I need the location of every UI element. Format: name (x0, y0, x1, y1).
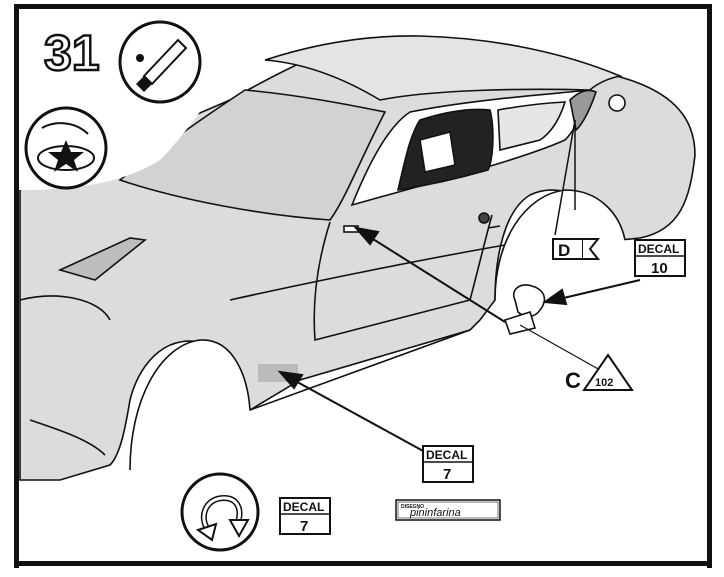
car-body (19, 35, 696, 481)
part-d-text: D (558, 241, 570, 260)
decal-7-bottom-number: 7 (300, 518, 308, 535)
leader-lines (277, 119, 641, 453)
paint-touch-icon (24, 106, 108, 190)
decal-7-side-box: DECAL 7 (422, 445, 474, 483)
part-c-text: C (565, 368, 581, 393)
decal-7-bottom-word: DECAL (283, 500, 324, 514)
decal-10-word: DECAL (638, 242, 679, 256)
decal-7-side-number: 7 (443, 466, 451, 483)
part-d-label: D (552, 238, 601, 260)
part-c-label: C 102 (565, 353, 634, 393)
badge-script-text: pininfarina (409, 507, 461, 519)
badge-small-text: DISEGNO (401, 504, 424, 510)
rotate-arrow-icon (180, 472, 260, 552)
decal-7-bottom-box: DECAL 7 (279, 497, 331, 535)
decal-7-side-word: DECAL (426, 448, 467, 462)
decal-10-number: 10 (651, 260, 668, 277)
step-number: 31 (44, 25, 100, 81)
triangle-number: 102 (595, 377, 613, 389)
pininfarina-badge: DISEGNO pininfarina (395, 499, 501, 521)
decal-10-box: DECAL 10 (634, 239, 686, 277)
glue-tube-icon (118, 20, 202, 104)
mirror-part (503, 284, 546, 335)
